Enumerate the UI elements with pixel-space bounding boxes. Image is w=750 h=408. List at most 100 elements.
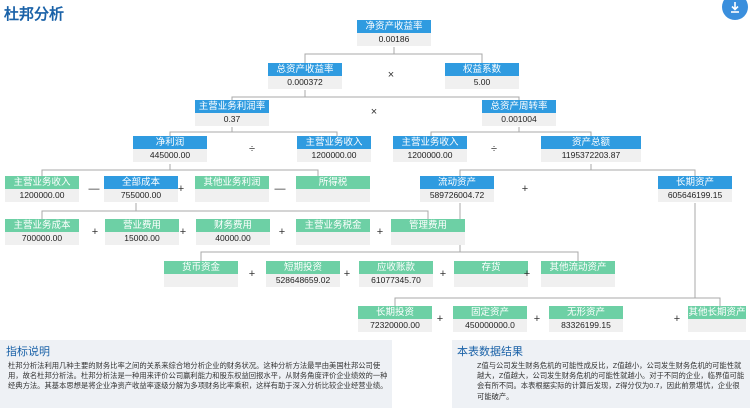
node-receivables[interactable]: 应收账款 61077345.70 (359, 261, 433, 289)
node-value: 450000000.0 (453, 319, 527, 332)
node-value: 1195372203.87 (541, 149, 641, 162)
node-label: 主营业务收入 (5, 176, 79, 189)
node-income-tax[interactable]: 所得税 (296, 176, 370, 204)
node-short-investment[interactable]: 短期投资 528648659.02 (266, 261, 340, 289)
node-value: 5.00 (445, 76, 519, 89)
node-value: 605646199.15 (658, 189, 732, 202)
node-operating-expense[interactable]: 营业费用 15000.00 (105, 219, 179, 247)
node-admin-expense[interactable]: 管理费用 (391, 219, 465, 247)
node-label: 营业费用 (105, 219, 179, 232)
divide-operator: ÷ (248, 143, 256, 155)
node-long-term-assets[interactable]: 长期资产 605646199.15 (658, 176, 732, 204)
plus-operator: + (278, 226, 286, 238)
node-value: 589726004.72 (420, 189, 494, 202)
node-value (195, 189, 269, 202)
node-revenue[interactable]: 主营业务收入 1200000.00 (393, 136, 467, 164)
result-panel-title: 本表数据结果 (457, 346, 523, 358)
plus-operator: + (179, 226, 187, 238)
times-operator: × (370, 106, 378, 118)
node-label: 权益系数 (445, 63, 519, 76)
node-fixed-assets[interactable]: 固定资产 450000000.0 (453, 306, 527, 334)
node-label: 净利润 (133, 136, 207, 149)
plus-operator: + (673, 313, 681, 325)
node-value (391, 232, 465, 245)
node-label: 流动资产 (420, 176, 494, 189)
node-value: 15000.00 (105, 232, 179, 245)
plus-operator: + (248, 268, 256, 280)
node-label: 净资产收益率 (357, 20, 431, 33)
node-label: 长期投资 (358, 306, 432, 319)
node-value (164, 274, 238, 287)
node-value: 72320000.00 (358, 319, 432, 332)
node-roe[interactable]: 净资产收益率 0.00186 (357, 20, 431, 48)
node-label: 存货 (454, 261, 528, 274)
node-label: 总资产周转率 (482, 100, 556, 113)
node-intangible-assets[interactable]: 无形资产 83326199.15 (549, 306, 623, 334)
times-operator: × (387, 69, 395, 81)
node-label: 货币资金 (164, 261, 238, 274)
node-label: 无形资产 (549, 306, 623, 319)
node-label: 其他流动资产 (541, 261, 615, 274)
node-value: 1200000.00 (393, 149, 467, 162)
node-total-assets[interactable]: 资产总额 1195372203.87 (541, 136, 641, 164)
node-value: 1200000.00 (297, 149, 371, 162)
plus-operator: + (376, 226, 384, 238)
node-business-tax[interactable]: 主营业务税金 (296, 219, 370, 247)
plus-operator: + (533, 313, 541, 325)
result-panel: 本表数据结果 Z值与公司发生财务危机的可能性成反比，Z值越小，公司发生财务危机的… (452, 340, 750, 408)
node-current-assets[interactable]: 流动资产 589726004.72 (420, 176, 494, 204)
plus-operator: + (177, 183, 185, 195)
node-value (296, 232, 370, 245)
node-cash[interactable]: 货币资金 (164, 261, 238, 289)
node-label: 主营业务收入 (393, 136, 467, 149)
node-revenue[interactable]: 主营业务收入 1200000.00 (297, 136, 371, 164)
node-other-profit[interactable]: 其他业务利润 (195, 176, 269, 204)
node-inventory[interactable]: 存货 (454, 261, 528, 289)
divide-operator: ÷ (490, 143, 498, 155)
node-asset-turnover[interactable]: 总资产周转率 0.001004 (482, 100, 556, 128)
node-total-cost[interactable]: 全部成本 755000.00 (104, 176, 178, 204)
node-label: 主营业务利润率 (195, 100, 269, 113)
node-label: 所得税 (296, 176, 370, 189)
node-label: 应收账款 (359, 261, 433, 274)
node-label: 管理费用 (391, 219, 465, 232)
node-long-investment[interactable]: 长期投资 72320000.00 (358, 306, 432, 334)
node-label: 财务费用 (196, 219, 270, 232)
node-value (541, 274, 615, 287)
node-value (296, 189, 370, 202)
node-cost-of-revenue[interactable]: 主营业务成本 700000.00 (5, 219, 79, 247)
page-title: 杜邦分析 (4, 6, 65, 23)
download-button[interactable] (722, 0, 748, 20)
plus-operator: + (343, 268, 351, 280)
node-label: 长期资产 (658, 176, 732, 189)
node-value: 445000.00 (133, 149, 207, 162)
node-label: 主营业务收入 (297, 136, 371, 149)
node-other-current-assets[interactable]: 其他流动资产 (541, 261, 615, 289)
node-roa[interactable]: 总资产收益率 0.000372 (268, 63, 342, 91)
node-value: 0.000372 (268, 76, 342, 89)
node-equity-multiplier[interactable]: 权益系数 5.00 (445, 63, 519, 91)
node-value: 0.37 (195, 113, 269, 126)
plus-operator: + (523, 268, 531, 280)
node-label: 其他业务利润 (195, 176, 269, 189)
node-value: 755000.00 (104, 189, 178, 202)
node-net-margin[interactable]: 主营业务利润率 0.37 (195, 100, 269, 128)
node-label: 总资产收益率 (268, 63, 342, 76)
node-financial-expense[interactable]: 财务费用 40000.00 (196, 219, 270, 247)
indicator-panel-title: 指标说明 (6, 346, 50, 358)
minus-operator: — (274, 183, 286, 195)
plus-operator: + (521, 183, 529, 195)
node-label: 短期投资 (266, 261, 340, 274)
node-other-long-assets[interactable]: 其他长期资产 (688, 306, 746, 334)
node-value: 0.00186 (357, 33, 431, 46)
plus-operator: + (436, 313, 444, 325)
download-icon (731, 2, 739, 13)
minus-operator: — (88, 183, 100, 195)
node-value (688, 319, 746, 332)
node-net-profit[interactable]: 净利润 445000.00 (133, 136, 207, 164)
node-value: 0.001004 (482, 113, 556, 126)
node-revenue[interactable]: 主营业务收入 1200000.00 (5, 176, 79, 204)
connector-lines (41, 47, 721, 306)
node-value: 83326199.15 (549, 319, 623, 332)
indicator-panel: 指标说明 杜邦分析法利用几种主要的财务比率之间的关系来综合地分析企业的财务状况。… (0, 340, 392, 408)
